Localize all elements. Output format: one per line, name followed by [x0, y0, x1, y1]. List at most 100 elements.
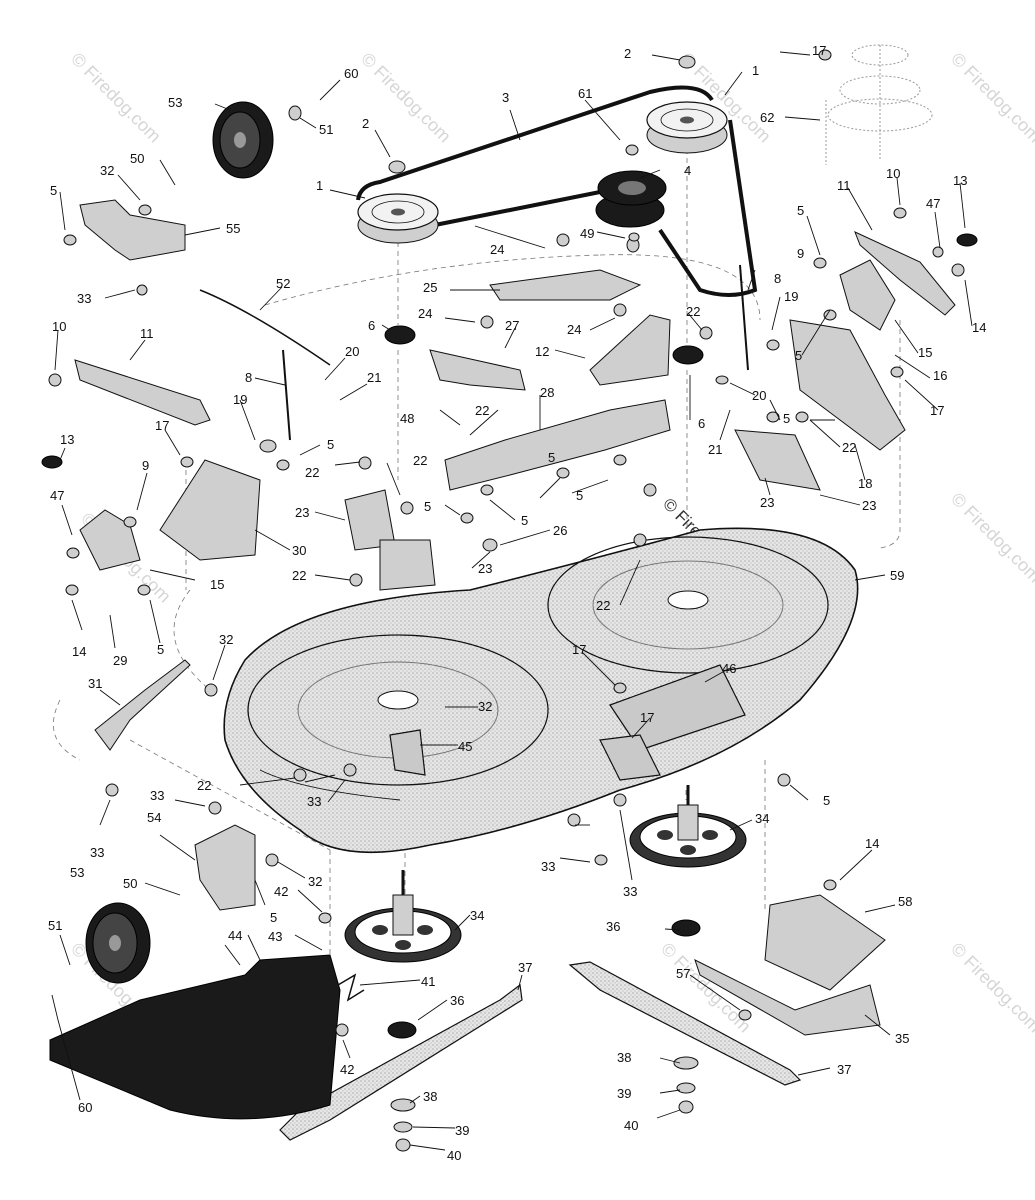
callout-5: 5 [327, 437, 334, 452]
callout-16: 16 [933, 368, 947, 383]
callout-14: 14 [972, 320, 986, 335]
spindle-assembly-left [344, 870, 462, 963]
callout-36: 36 [606, 919, 620, 934]
callout-22: 22 [475, 403, 489, 418]
callout-34: 34 [755, 811, 769, 826]
pulley-guide-rod-8a [282, 349, 291, 441]
callout-2: 2 [624, 46, 631, 61]
callout-9: 9 [142, 458, 149, 473]
callout-15: 15 [210, 577, 224, 592]
callout-41: 41 [421, 974, 435, 989]
mounting-bracket-35 [694, 959, 881, 1036]
callout-43: 43 [268, 929, 282, 944]
callout-42: 42 [274, 884, 288, 899]
callout-13: 13 [953, 173, 967, 188]
callout-28: 28 [540, 385, 554, 400]
watermark-text: © Firedog.com [947, 489, 1035, 587]
callout-5: 5 [823, 793, 830, 808]
callout-54: 54 [147, 810, 161, 825]
callout-48: 48 [400, 411, 414, 426]
spindle-pulley-right [646, 101, 728, 154]
idler-arm-25 [489, 269, 642, 301]
callout-20: 20 [752, 388, 766, 403]
callout-47: 47 [926, 196, 940, 211]
callout-19: 19 [233, 392, 247, 407]
callout-47: 47 [50, 488, 64, 503]
callout-13: 13 [60, 432, 74, 447]
callout-5: 5 [157, 642, 164, 657]
callout-22: 22 [842, 440, 856, 455]
callout-22: 22 [197, 778, 211, 793]
callout-23: 23 [862, 498, 876, 513]
callout-34: 34 [470, 908, 484, 923]
hardware-fasteners [41, 49, 978, 1152]
callout-23: 23 [295, 505, 309, 520]
callout-24: 24 [418, 306, 432, 321]
ghost-pulley-shaft [825, 44, 933, 165]
spring-52 [199, 289, 331, 366]
callout-17: 17 [155, 418, 169, 433]
spring-41 [337, 973, 365, 1002]
callout-14: 14 [72, 644, 86, 659]
mower-blade-right [568, 961, 802, 1086]
callout-32: 32 [100, 163, 114, 178]
callout-33: 33 [150, 788, 164, 803]
callout-32: 32 [219, 632, 233, 647]
callout-1: 1 [752, 63, 759, 78]
callout-4: 4 [684, 163, 691, 178]
callout-21: 21 [367, 370, 381, 385]
idler-pulleys-black [595, 170, 667, 228]
callout-37: 37 [518, 960, 532, 975]
callout-52: 52 [276, 276, 290, 291]
watermark-text: © Firedog.com [947, 939, 1035, 1037]
callout-11: 11 [140, 326, 154, 341]
callout-51: 51 [319, 122, 333, 137]
callout-35: 35 [895, 1031, 909, 1046]
belt-guide-27 [429, 349, 526, 391]
callout-24: 24 [490, 242, 504, 257]
mower-deck [223, 527, 859, 854]
callout-59: 59 [890, 568, 904, 583]
callout-5: 5 [521, 513, 528, 528]
callout-leader-lines [51, 51, 973, 1151]
callout-61: 61 [578, 86, 592, 101]
hanger-bracket-30 [159, 459, 261, 561]
mower-blade-left [279, 983, 523, 1141]
front-link-11b [854, 231, 956, 316]
callout-20: 20 [345, 344, 359, 359]
callout-30: 30 [292, 543, 306, 558]
callout-1: 1 [316, 178, 323, 193]
callout-8: 8 [245, 370, 252, 385]
callout-26: 26 [553, 523, 567, 538]
callout-39: 39 [617, 1086, 631, 1101]
callout-23: 23 [478, 561, 492, 576]
callout-38: 38 [617, 1050, 631, 1065]
callout-19: 19 [784, 289, 798, 304]
callout-50: 50 [130, 151, 144, 166]
callout-58: 58 [898, 894, 912, 909]
callout-22: 22 [413, 453, 427, 468]
callout-27: 27 [505, 318, 519, 333]
callout-18: 18 [858, 476, 872, 491]
callout-5: 5 [783, 411, 790, 426]
callout-10: 10 [886, 166, 900, 181]
callout-22: 22 [596, 598, 610, 613]
callout-33: 33 [541, 859, 555, 874]
callout-21: 21 [708, 442, 722, 457]
callout-60: 60 [344, 66, 358, 81]
callout-57: 57 [676, 966, 690, 981]
callout-33: 33 [90, 845, 104, 860]
callout-44: 44 [228, 928, 242, 943]
belt-keeper-23c [734, 429, 821, 491]
callout-5: 5 [576, 488, 583, 503]
spindle-assembly-right [629, 785, 747, 868]
callout-22: 22 [292, 568, 306, 583]
callout-51: 51 [48, 918, 62, 933]
callout-33: 33 [77, 291, 91, 306]
callout-62: 62 [760, 110, 774, 125]
callout-32: 32 [478, 699, 492, 714]
callout-5: 5 [270, 910, 277, 925]
callout-32: 32 [308, 874, 322, 889]
callout-37: 37 [837, 1062, 851, 1077]
